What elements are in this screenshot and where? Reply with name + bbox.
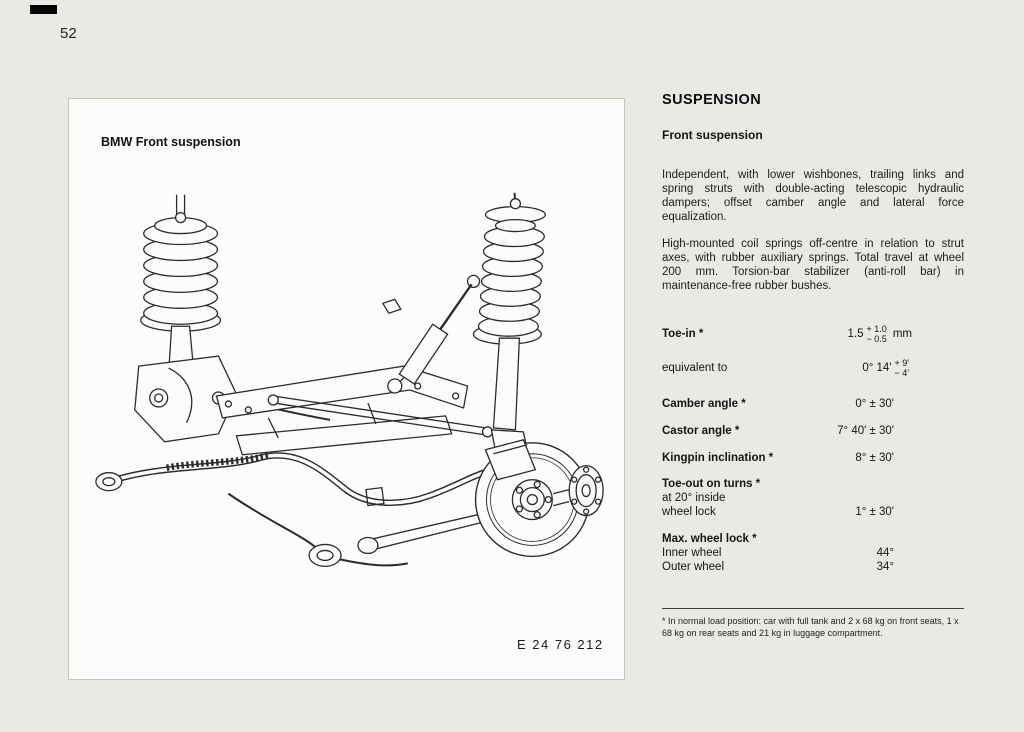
spec-sublabel: wheel lock [662, 506, 716, 518]
spec-label: Camber angle * [662, 398, 746, 410]
spec-sublabel: at 20° inside [662, 492, 726, 504]
tolerance-minus: − 0.5 [866, 334, 887, 344]
section-subtitle: Front suspension [662, 128, 763, 142]
spec-value: 1.5 + 1.0 − 0.5 mm [848, 317, 912, 351]
telescopic-damper [387, 274, 481, 394]
tolerance-plus: + 1.0 [866, 324, 887, 334]
brake-disc [474, 439, 590, 558]
spec-value-main: 1.5 [847, 328, 864, 340]
spec-subrow-inner-wheel: Inner wheel 44° [662, 546, 964, 560]
tolerance-stack: + 1.0 − 0.5 [867, 324, 887, 344]
subframe-crossmember [215, 298, 469, 456]
front-suspension-illustration [95, 192, 604, 568]
spec-value: 44° [876, 547, 894, 559]
spec-unit: mm [892, 328, 912, 340]
specs-column: SUSPENSION Front suspension Independent,… [662, 92, 964, 639]
spec-sublabel: Outer wheel [662, 561, 725, 573]
section-title: SUSPENSION [662, 92, 762, 108]
spec-row-kingpin: Kingpin inclination * 8° ± 30' [662, 450, 964, 466]
spec-row-toe-in: Toe-in * 1.5 + 1.0 − 0.5 mm [662, 317, 964, 351]
spec-sublabel: Inner wheel [662, 547, 722, 559]
spec-row-camber: Camber angle * 0° ± 30' [662, 396, 964, 412]
spec-value: 7° 40' ± 30' [837, 425, 894, 437]
spec-row-equivalent: equivalent to 0° 14' + 9' − 4' [662, 351, 964, 385]
spec-row-toe-out-on-turns: Toe-out on turns * at 20° inside wheel l… [662, 477, 964, 519]
spec-label: Toe-in * [662, 328, 704, 340]
figure-panel: BMW Front suspension E 24 76 212 [68, 98, 625, 680]
figure-reference-number: E 24 76 212 [517, 637, 604, 652]
right-spring-strut [472, 192, 546, 463]
tie-rod [267, 394, 494, 438]
figure-caption: BMW Front suspension [101, 135, 241, 149]
tolerance-minus: − 4' [894, 368, 909, 378]
paragraph-1: Independent, with lower wishbones, trail… [662, 169, 964, 223]
spec-value: 8° ± 30' [855, 452, 894, 464]
spec-value: 0° 14' + 9' − 4' [862, 351, 912, 385]
footnote: * In normal load position: car with full… [662, 608, 964, 639]
spec-row-max-wheel-lock: Max. wheel lock * Inner wheel 44° Outer … [662, 532, 964, 574]
stabilizer-bar [95, 452, 491, 507]
spec-value-main: 0° 14' [862, 362, 892, 374]
print-registration-mark [30, 5, 57, 14]
spec-label: Kingpin inclination * [662, 452, 774, 464]
spec-label: equivalent to [662, 362, 728, 374]
spec-value: 0° ± 30' [855, 398, 894, 410]
spec-subrow-outer-wheel: Outer wheel 34° [662, 560, 964, 574]
tolerance-stack: + 9' − 4' [895, 358, 909, 378]
spec-label: Max. wheel lock * [662, 533, 757, 545]
page-number: 52 [60, 25, 77, 42]
spec-row-castor: Castor angle * 7° 40' ± 30' [662, 423, 964, 439]
spec-value: 34° [876, 561, 894, 573]
spec-table: Toe-in * 1.5 + 1.0 − 0.5 mm equivalent t… [662, 317, 964, 574]
spec-label: Toe-out on turns * [662, 478, 761, 490]
paragraph-2: High-mounted coil springs off-centre in … [662, 238, 964, 292]
hub-flange [553, 465, 604, 517]
lower-control-arms [227, 492, 494, 568]
spec-label: Castor angle * [662, 425, 740, 437]
tolerance-plus: + 9' [894, 358, 909, 368]
spec-value: 1° ± 30' [855, 506, 894, 518]
